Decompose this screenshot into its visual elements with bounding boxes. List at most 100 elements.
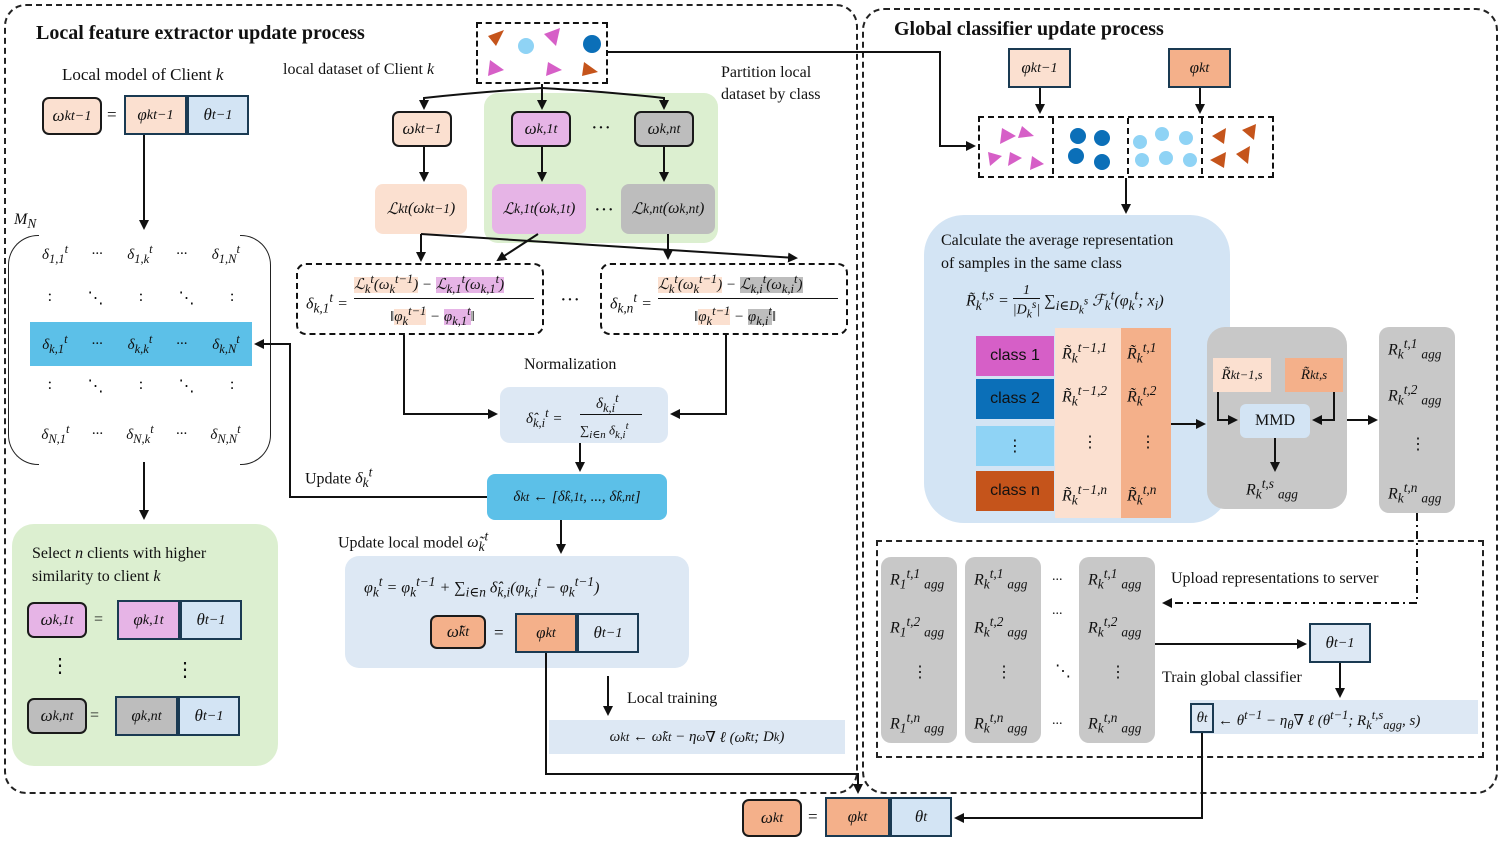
matrix-cell: :	[138, 288, 144, 305]
server-c2-rn: Rkt,n agg	[974, 710, 1028, 736]
arrow-loss-k1-to-delta1	[496, 233, 539, 262]
sel-vdots-1: ⋮	[50, 655, 70, 677]
matrix-cell: ⋱	[87, 290, 104, 307]
avg-formula: R̃kt,s = 1|Dks| ∑i∈Dks ℱkt(φkt; xi)	[966, 283, 1164, 321]
matrix-cell: ...	[91, 332, 104, 348]
avg-label-2: of samples in the same class	[941, 255, 1122, 272]
matrix-cell: ⋱	[178, 378, 195, 395]
server-col-3	[1079, 557, 1155, 743]
train-label: Train global classifier	[1162, 669, 1302, 686]
arrow-deltan-to-norm	[670, 335, 727, 419]
server-c2-r2: Rkt,2 agg	[974, 614, 1028, 640]
server-c2-dots: ⋮	[996, 664, 1012, 681]
server-c3-r1: Rkt,1 agg	[1088, 566, 1142, 592]
server-col-1	[881, 557, 957, 743]
eq-sign: =	[107, 105, 117, 124]
rep-curr-dots: ⋮	[1140, 434, 1156, 451]
rep-prev-column	[1055, 328, 1121, 518]
delta-kn-denominator: ‖φkt−1 − φk,it‖	[694, 304, 777, 328]
rep-curr-1: R̃kt,1	[1127, 340, 1157, 366]
normalization-box: δ̂k,it = δk,it ∑i∈n δk,it	[500, 387, 668, 443]
agg-dots: ⋮	[1410, 436, 1426, 453]
server-dots-3: ⋱	[1055, 663, 1071, 680]
delta-k1-numerator: ℒkt(ωkt−1) − ℒk,1t(ωk,1t)	[354, 272, 505, 296]
matrix-cell: δk,kt	[127, 332, 153, 356]
rep-prev-2: R̃kt−1,2	[1062, 383, 1108, 409]
class-partition-shapes	[988, 118, 1256, 176]
agg-1: Rkt,1 agg	[1388, 336, 1442, 362]
delta-k1-formula-box: δk,1t = ℒkt(ωkt−1) − ℒk,1t(ωk,1t) ‖φkt−1…	[296, 263, 544, 335]
arrow-phi-to-final	[545, 653, 863, 794]
matrix-cell: δN,kt	[126, 422, 154, 446]
arrow-split-left	[419, 87, 543, 110]
class-dots-label: ⋮	[976, 426, 1054, 466]
right-section-panel	[862, 8, 1498, 794]
agg-n: Rkt,n agg	[1388, 480, 1442, 506]
mmd-out: Rkt,s agg	[1246, 476, 1298, 502]
arrow-mmdprev-to-mmd	[1217, 392, 1238, 425]
matrix-cell: δN,1t	[41, 422, 70, 446]
matrix-cell: :	[138, 376, 144, 393]
matrix-cell: ...	[176, 332, 188, 348]
rep-prev-dots: ⋮	[1082, 434, 1098, 451]
server-c1-r2: R1t,2 agg	[890, 614, 945, 640]
matrix-cell: δk,Nt	[212, 332, 240, 356]
matrix-highlight-row	[30, 322, 252, 366]
server-c3-r2: Rkt,2 agg	[1088, 614, 1142, 640]
matrix-row: δN,1t...δN,kt...δN,Nt	[30, 422, 252, 447]
norm-lhs: δ̂k,it =	[526, 406, 563, 430]
matrix-cell: δN,Nt	[210, 422, 241, 446]
server-c3-rn: Rkt,n agg	[1088, 710, 1142, 736]
partition-label-2: dataset by class	[721, 86, 821, 103]
matrix-row: δ1,1t...δ1,kt...δ1,Nt	[30, 242, 252, 267]
omega-dots: ···	[591, 117, 611, 139]
matrix-cell: δ1,Nt	[211, 242, 240, 266]
final-eq: =	[808, 807, 818, 826]
arrow-loss-prev-to-deltan	[420, 233, 798, 263]
upload-label: Upload representations to server	[1171, 570, 1379, 587]
matrix-cell: :	[229, 288, 235, 305]
sel-eq-1: =	[94, 611, 104, 628]
select-label-1: Select n clients with higher	[32, 545, 207, 562]
dataset-label: local dataset of Client k	[283, 61, 435, 78]
matrix-cell: δ1,kt	[127, 242, 153, 266]
right-section-title: Global classifier update process	[894, 18, 1164, 40]
loss-dots: ···	[594, 199, 614, 221]
rep-curr-column	[1121, 328, 1171, 518]
matrix-cell: ...	[176, 242, 188, 258]
phi-update-formula: φkt = φkt−1 + ∑i∈n δ̂k,i(φk,it − φkt−1)	[364, 574, 600, 600]
matrix-row: :⋱:⋱:	[30, 376, 252, 396]
matrix-cell: :	[229, 376, 235, 393]
matrix-row: :⋱:⋱:	[30, 288, 252, 308]
matrix-cell: :	[47, 376, 53, 393]
left-section-panel	[4, 4, 858, 794]
train-formula: ← θt−1 − ηθ∇ ℓ (θt−1; Rkt,sagg, s)	[1218, 708, 1421, 732]
matrix-cell: ...	[92, 242, 104, 258]
local-dataset-box	[476, 22, 608, 84]
agg-2: Rkt,2 agg	[1388, 382, 1442, 408]
norm-num: δk,it	[596, 391, 619, 415]
update-delta-label: Update δkt	[305, 465, 373, 491]
rep-prev-n: R̃kt−1,n	[1062, 482, 1108, 508]
server-c1-rn: R1t,n agg	[890, 710, 945, 736]
train-formula-box	[1190, 700, 1478, 734]
class-1-label: class 1	[976, 336, 1054, 376]
delta-kn-numerator: ℒkt(ωkt−1) − ℒk,it(ωk,it)	[658, 272, 803, 296]
